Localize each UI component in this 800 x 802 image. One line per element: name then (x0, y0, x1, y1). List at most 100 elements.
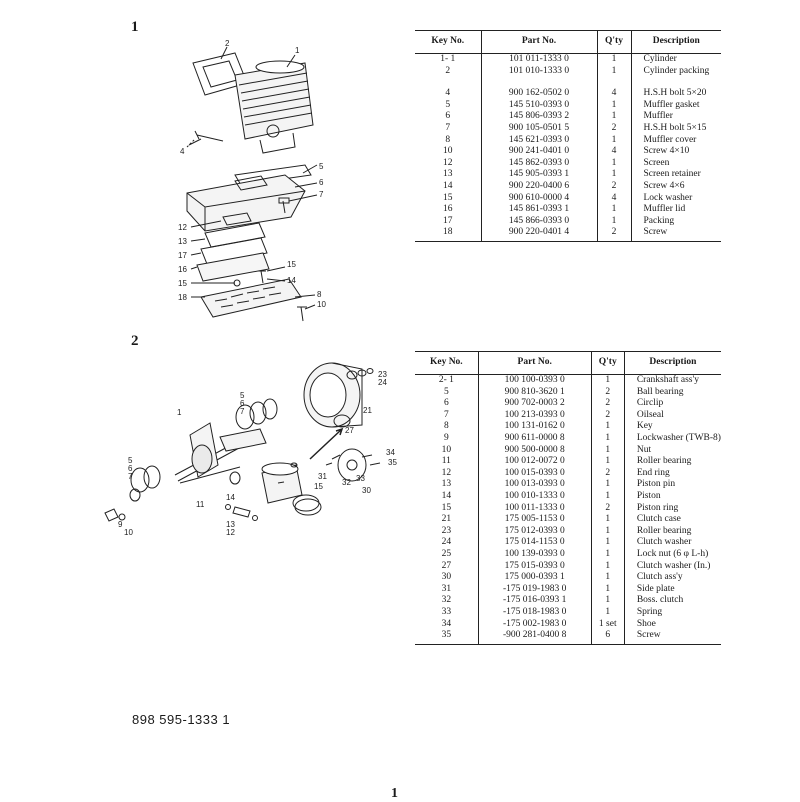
qty-cell: 1 (591, 537, 625, 549)
part-no-cell: 145 862-0393 0 (481, 157, 598, 170)
key-no-cell: 30 (415, 572, 479, 584)
part-no-cell: -175 002-1983 0 (478, 618, 592, 631)
callout-6-top: 6 (240, 399, 245, 408)
part-no-cell: 101 011-1333 0 (481, 53, 598, 66)
key-no-cell: 13 (415, 479, 479, 491)
callout-13: 13 (178, 237, 187, 246)
callout-12: 12 (178, 223, 187, 232)
key-no-cell: 18 (415, 227, 482, 242)
part-no-cell: 145 905-0393 1 (481, 169, 598, 181)
part-no-cell: 900 241-0401 0 (481, 146, 598, 158)
callout-17: 17 (178, 251, 187, 260)
description-cell: Roller bearing (636, 525, 692, 536)
part-no-cell: 145 510-0393 0 (481, 99, 598, 112)
callout-34: 34 (386, 448, 395, 457)
key-no-cell: 13 (415, 169, 482, 181)
callout-16: 16 (178, 265, 187, 274)
key-no-cell: 15 (415, 192, 482, 205)
part-no-cell: 900 162-0502 0 (481, 88, 598, 100)
callout-5: 5 (319, 162, 324, 171)
part-no-cell: -175 018-1983 0 (478, 606, 592, 619)
table-header-row: Key No. Part No. Q'ty Description (415, 30, 721, 54)
description-cell: Clutch ass'y (636, 572, 683, 583)
key-no-cell: 7 (415, 409, 479, 422)
callout-7-top: 7 (240, 407, 245, 416)
callout-5-left: 5 (128, 456, 133, 465)
qty-cell: 1 (591, 606, 625, 619)
qty-cell: 1 (591, 421, 625, 433)
qty-cell: 2 (591, 467, 625, 480)
callout-7-left: 7 (128, 472, 133, 481)
key-no-cell: 9 (415, 432, 479, 445)
page-number: 1 (391, 786, 398, 801)
header-key-no: Key No. (415, 351, 479, 375)
callout-33: 33 (356, 474, 365, 483)
callout-21: 21 (363, 406, 372, 415)
key-no-cell: 12 (415, 467, 479, 480)
qty-cell: 2 (597, 227, 632, 242)
description-cell: Clutch washer (636, 537, 692, 548)
crankshaft-clutch-drawing: 1 5 6 7 9 10 5 6 7 11 14 13 12 15 23 24 … (104, 362, 397, 537)
key-no-cell: 23 (415, 525, 479, 538)
qty-cell: 2 (597, 180, 632, 193)
description-cell: Screen retainer (643, 169, 701, 180)
callout-30: 30 (362, 486, 371, 495)
description-cell: Packing (643, 215, 675, 226)
description-cell: Screw 4×6 (643, 180, 685, 191)
qty-cell: 1 (591, 456, 625, 468)
callout-35: 35 (388, 458, 397, 467)
key-no-cell: 10 (415, 146, 482, 158)
qty-cell: 1 (597, 157, 632, 170)
qty-cell: 2 (591, 409, 625, 422)
callout-12: 12 (226, 528, 235, 537)
part-no-cell: 100 012-0072 0 (478, 456, 592, 468)
header-key-no: Key No. (415, 30, 482, 54)
qty-cell: 6 (591, 630, 625, 645)
description-cell: Lock washer (643, 192, 693, 203)
description-cell: Piston (636, 490, 661, 501)
callout-15-left: 15 (178, 279, 187, 288)
part-no-cell: 900 611-0000 8 (478, 432, 592, 445)
callout-1: 1 (295, 46, 300, 55)
key-no-cell: 21 (415, 514, 479, 526)
description-cell: Spring (636, 606, 663, 617)
qty-cell: 4 (597, 192, 632, 205)
key-no-cell: 12 (415, 157, 482, 170)
key-no-cell: 6 (415, 111, 482, 123)
qty-cell (597, 77, 632, 89)
section-1-number: 1 (131, 19, 139, 35)
key-no-cell: 16 (415, 204, 482, 216)
callout-1: 1 (177, 408, 182, 417)
part-no-cell: 100 010-1333 0 (478, 490, 592, 503)
qty-cell: 4 (597, 88, 632, 100)
qty-cell: 1 (597, 65, 632, 78)
key-no-cell: 15 (415, 502, 479, 515)
description-cell: Muffler lid (643, 204, 686, 215)
callout-7: 7 (319, 190, 324, 199)
callout-10: 10 (124, 528, 133, 537)
key-no-cell: 33 (415, 606, 479, 619)
qty-cell: 1 (591, 572, 625, 584)
key-no-cell: 2 (415, 65, 482, 78)
